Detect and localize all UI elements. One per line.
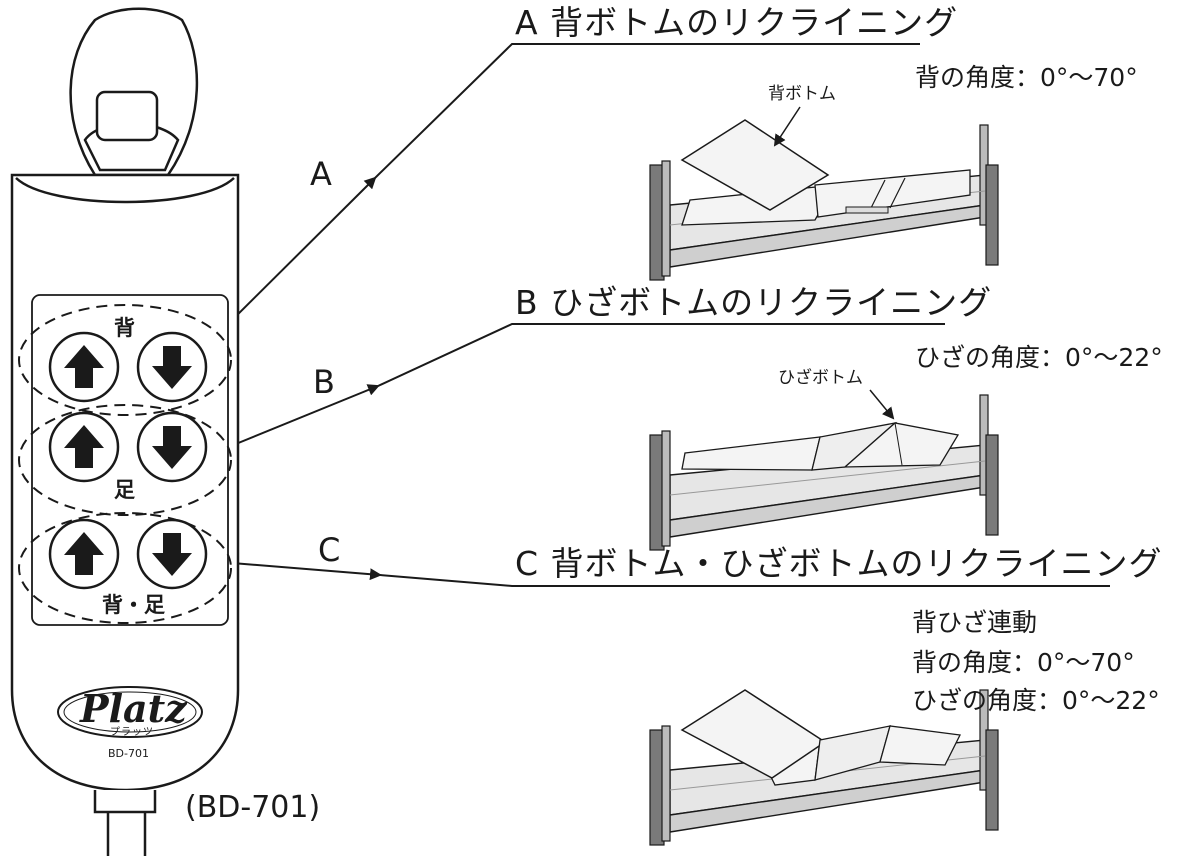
bed-illustration-b (649, 394, 999, 551)
angle-text-c-linked: 背ひざ連動 (912, 608, 1038, 637)
angle-text-b: ひざの角度：0°～22° (915, 343, 1163, 372)
heading-underline-a (374, 43, 920, 179)
up-arrow-icon (64, 532, 104, 575)
heading-b: B ひざボトムのリクライニング (515, 283, 993, 322)
bed-illustration-a (649, 119, 999, 281)
remote-model-label: BD-701 (108, 747, 149, 760)
back-up-button[interactable] (48, 331, 120, 403)
callout-knee-bottom: ひざボトム (778, 368, 863, 388)
brand-logo-sub: プラッツ (110, 727, 154, 738)
heading-underline-b (377, 323, 945, 387)
callout-back-bottom: 背ボトム (768, 84, 836, 104)
bed-illustration-c (649, 689, 999, 846)
section-letter-a: A (310, 155, 332, 193)
heading-a: A 背ボトムのリクライニング (515, 3, 959, 42)
back-bottom-raised (680, 119, 830, 211)
angle-text-a: 背の角度：0°～70° (915, 63, 1138, 92)
down-arrow-icon (152, 426, 192, 469)
section-letter-b: B (313, 363, 335, 401)
angle-text-c-knee: ひざの角度：0°～22° (912, 686, 1160, 715)
foot-down-button[interactable] (136, 411, 208, 483)
both-down-button[interactable] (136, 518, 208, 590)
up-arrow-icon (64, 425, 104, 468)
button-group-outline-both (18, 512, 232, 624)
leader-line-c (231, 562, 382, 581)
button-group-outline-back (18, 304, 232, 416)
remote-buttons (48, 331, 208, 590)
model-caption: (BD-701) (185, 790, 321, 825)
down-arrow-icon (152, 533, 192, 576)
foot-up-button[interactable] (48, 411, 120, 483)
heading-underline-c (379, 574, 1110, 587)
button-group-outline-foot (18, 404, 232, 516)
leader-lines (209, 43, 1110, 587)
up-arrow-icon (64, 345, 104, 388)
button-group-label-foot: 足 (114, 478, 135, 502)
down-arrow-icon (152, 346, 192, 389)
button-group-label-back: 背 (114, 316, 135, 340)
section-letter-c: C (318, 531, 341, 569)
brand-logo-text: Platz (80, 686, 187, 731)
heading-c: C 背ボトム・ひざボトムのリクライニング (515, 544, 1163, 583)
back-down-button[interactable] (136, 331, 208, 403)
button-group-label-both: 背・足 (102, 593, 165, 617)
both-up-button[interactable] (48, 518, 120, 590)
angle-text-c-back: 背の角度：0°～70° (912, 648, 1135, 677)
leader-line-b (225, 384, 380, 449)
platz-logo-mark (57, 686, 203, 738)
